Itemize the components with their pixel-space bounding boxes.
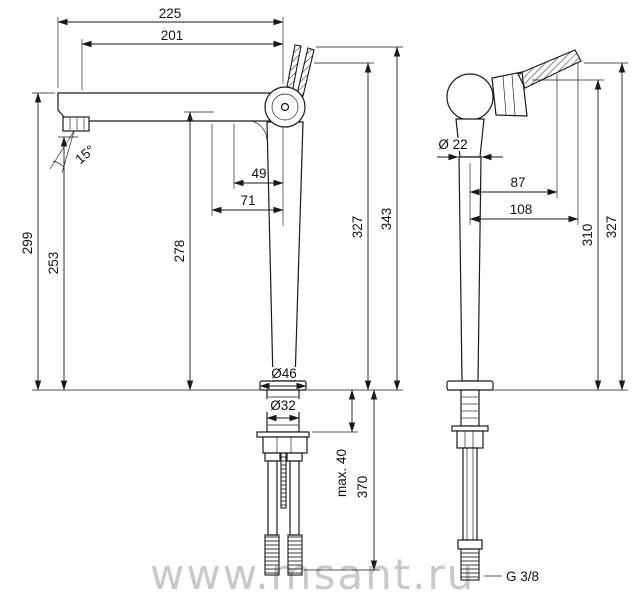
mount-nut-front bbox=[456, 430, 484, 449]
label-mask bbox=[431, 138, 474, 151]
mount-washer-side bbox=[256, 431, 310, 438]
hose-fitting-right bbox=[286, 452, 303, 462]
dim-label-253: 253 bbox=[46, 252, 61, 275]
shank-front bbox=[460, 389, 480, 427]
dim-label-278: 278 bbox=[172, 240, 187, 263]
front-view bbox=[446, 49, 628, 581]
hose-fitting-left bbox=[264, 452, 281, 462]
supply-pipe-front bbox=[462, 447, 478, 541]
mount-stud bbox=[280, 452, 287, 509]
dim-label-15deg: 15° bbox=[72, 142, 97, 167]
dim-label-299: 299 bbox=[20, 232, 35, 255]
dim-label-343: 343 bbox=[379, 208, 394, 231]
dim-label-g38: G 3/8 bbox=[506, 569, 539, 584]
threaded-connector bbox=[460, 548, 480, 581]
hub-rib bbox=[502, 75, 507, 116]
spout-joint-inner bbox=[271, 93, 299, 121]
hose-connector-right bbox=[287, 534, 303, 576]
label-mask bbox=[262, 399, 304, 412]
dim-label-327-right: 327 bbox=[604, 216, 619, 239]
watermark-text: www.msant.ru bbox=[150, 550, 475, 599]
dim-label-max40: max. 40 bbox=[334, 449, 349, 497]
supply-hose-left bbox=[267, 460, 278, 536]
lever-handle-front bbox=[517, 49, 582, 89]
lever-hub-front bbox=[491, 71, 528, 117]
dim-label-dia22: Ø 22 bbox=[438, 137, 467, 152]
dim-label-dia32: Ø32 bbox=[270, 398, 296, 413]
dim-label-201: 201 bbox=[161, 28, 184, 43]
aerator-side bbox=[62, 116, 90, 132]
dim-label-87: 87 bbox=[510, 175, 525, 190]
faucet-spout-side bbox=[57, 92, 271, 122]
mount-nut-side bbox=[262, 436, 308, 454]
dim-label-108: 108 bbox=[510, 202, 533, 217]
dimensions-front-view: Ø 22 87 108 310 327 G 3/8 bbox=[431, 62, 628, 584]
hub-rib bbox=[511, 74, 516, 116]
dimensions-side-view: 225 201 15° 299 253 278 49 71 343 327 Ø4… bbox=[20, 6, 403, 571]
hose-connector-left bbox=[264, 534, 280, 576]
base-flange-front bbox=[446, 380, 494, 391]
mount-washer-front bbox=[451, 425, 489, 432]
dim-label-225: 225 bbox=[159, 6, 182, 21]
cartridge-head-front bbox=[446, 73, 494, 121]
dim-label-49: 49 bbox=[251, 166, 266, 181]
dim-label-71: 71 bbox=[240, 193, 255, 208]
supply-hose-right bbox=[289, 460, 300, 536]
label-mask bbox=[262, 367, 306, 380]
connector-collar bbox=[457, 539, 483, 550]
spout-column-transition bbox=[251, 120, 268, 141]
side-view bbox=[32, 44, 403, 576]
dim-label-370: 370 bbox=[355, 476, 370, 499]
faucet-column-side bbox=[266, 121, 304, 382]
dim-label-dia46: Ø46 bbox=[271, 366, 297, 381]
base-flange-side bbox=[259, 380, 307, 391]
spout-joint-pivot bbox=[280, 102, 290, 112]
dim-label-327-left: 327 bbox=[350, 216, 365, 239]
dim-label-310: 310 bbox=[580, 224, 595, 247]
